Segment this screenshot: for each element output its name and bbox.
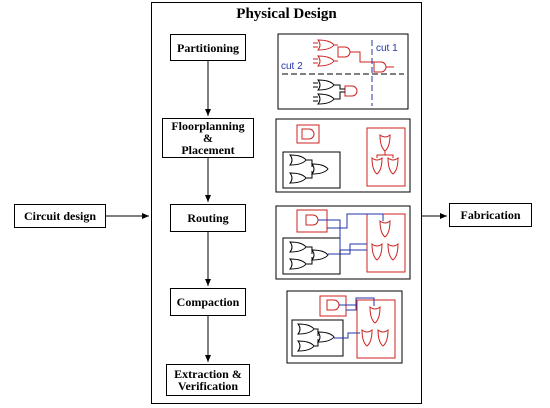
routing-panel xyxy=(275,205,411,280)
step-floorplanning-box: Floorplanning & Placement xyxy=(162,118,254,158)
cut-2-label: cut 2 xyxy=(281,61,303,72)
step-partitioning-label: Partitioning xyxy=(177,40,239,55)
fabrication-box: Fabrication xyxy=(449,203,532,227)
cut-1-label: cut 1 xyxy=(376,43,398,54)
step-compaction-label: Compaction xyxy=(176,295,240,309)
circuit-design-label: Circuit design xyxy=(23,208,97,223)
step-routing-label: Routing xyxy=(187,211,229,225)
fabrication-label: Fabrication xyxy=(460,207,521,222)
step-partitioning-box: Partitioning xyxy=(170,34,246,61)
partitioning-panel: cut 1 cut 2 xyxy=(277,33,409,110)
circuit-design-box: Circuit design xyxy=(14,204,106,228)
compaction-panel xyxy=(286,290,403,364)
step-routing-box: Routing xyxy=(170,204,246,232)
step-extraction-label: Extraction & Verification xyxy=(174,367,242,393)
step-floorplanning-label: Floorplanning & Placement xyxy=(171,119,245,157)
step-compaction-box: Compaction xyxy=(170,288,246,316)
physical-design-frame xyxy=(151,2,422,404)
placement-panel xyxy=(275,118,411,193)
step-extraction-box: Extraction & Verification xyxy=(166,364,250,396)
physical-design-title: Physical Design xyxy=(236,6,337,22)
